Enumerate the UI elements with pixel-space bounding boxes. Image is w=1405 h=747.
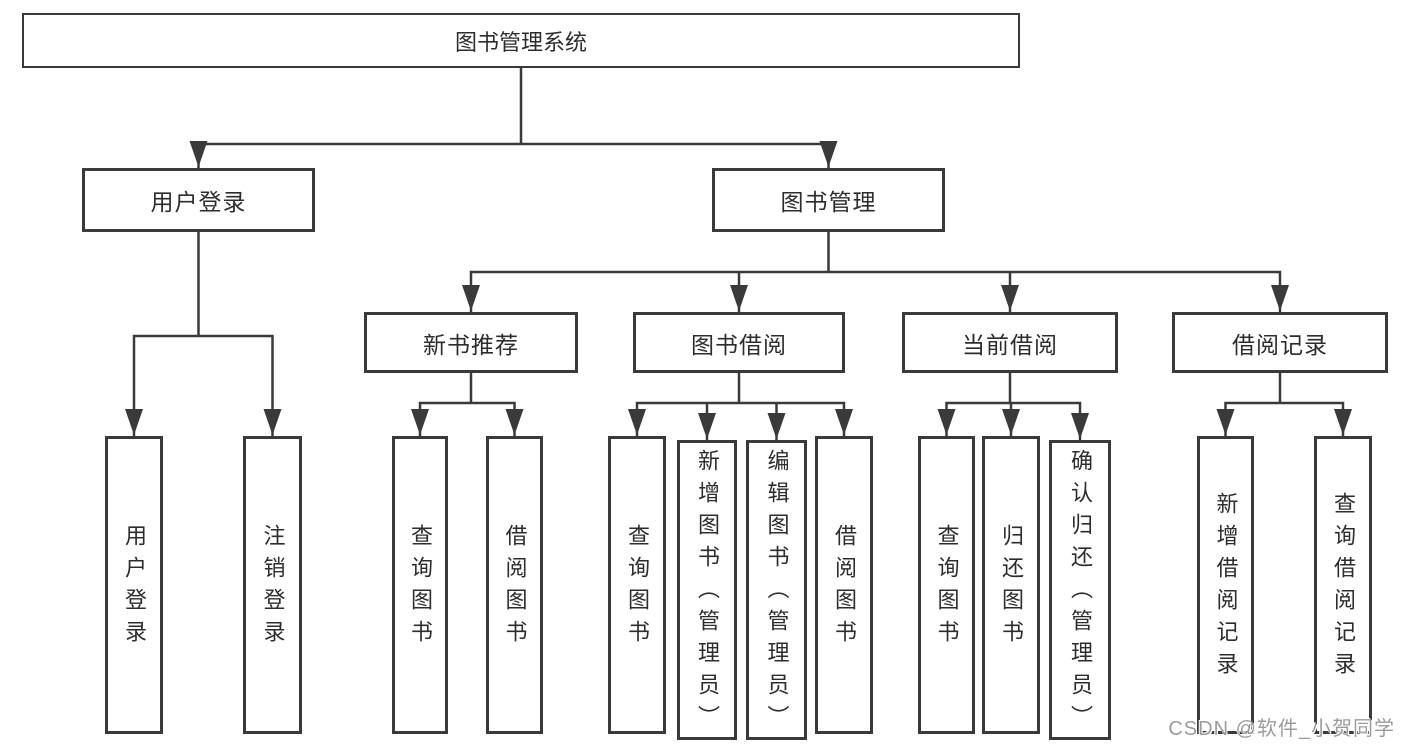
leaf-logout: 注销登录 (243, 436, 302, 734)
leaf-add-books-admin: 新增图书（管理员） (677, 440, 737, 740)
node-current-borrowing: 当前借阅 (902, 312, 1118, 373)
leaf-borrow-books-2: 借阅图书 (815, 436, 873, 734)
leaf-return-books: 归还图书 (982, 436, 1040, 734)
node-root-system: 图书管理系统 (22, 13, 1020, 68)
csdn-watermark: CSDN @软件_小贺同学 (1168, 718, 1395, 740)
leaf-user-login: 用户登录 (105, 436, 163, 734)
node-borrowing-records: 借阅记录 (1172, 312, 1388, 373)
node-book-borrowing: 图书借阅 (633, 312, 845, 373)
leaf-add-borrow-record: 新增借阅记录 (1197, 436, 1254, 734)
leaf-query-books-3: 查询图书 (918, 436, 975, 734)
leaf-query-books-1: 查询图书 (392, 436, 448, 734)
leaf-query-borrow-record: 查询借阅记录 (1314, 436, 1372, 734)
leaf-query-books-2: 查询图书 (608, 436, 666, 734)
arrowheads (125, 141, 1352, 439)
node-user-login-branch: 用户登录 (82, 168, 315, 232)
node-book-management-branch: 图书管理 (712, 168, 945, 232)
node-new-book-recommendation: 新书推荐 (364, 312, 578, 373)
leaf-borrow-books-1: 借阅图书 (486, 436, 543, 734)
leaf-edit-books-admin: 编辑图书（管理员） (746, 440, 807, 740)
leaf-confirm-return-admin: 确认归还（管理员） (1049, 440, 1111, 740)
